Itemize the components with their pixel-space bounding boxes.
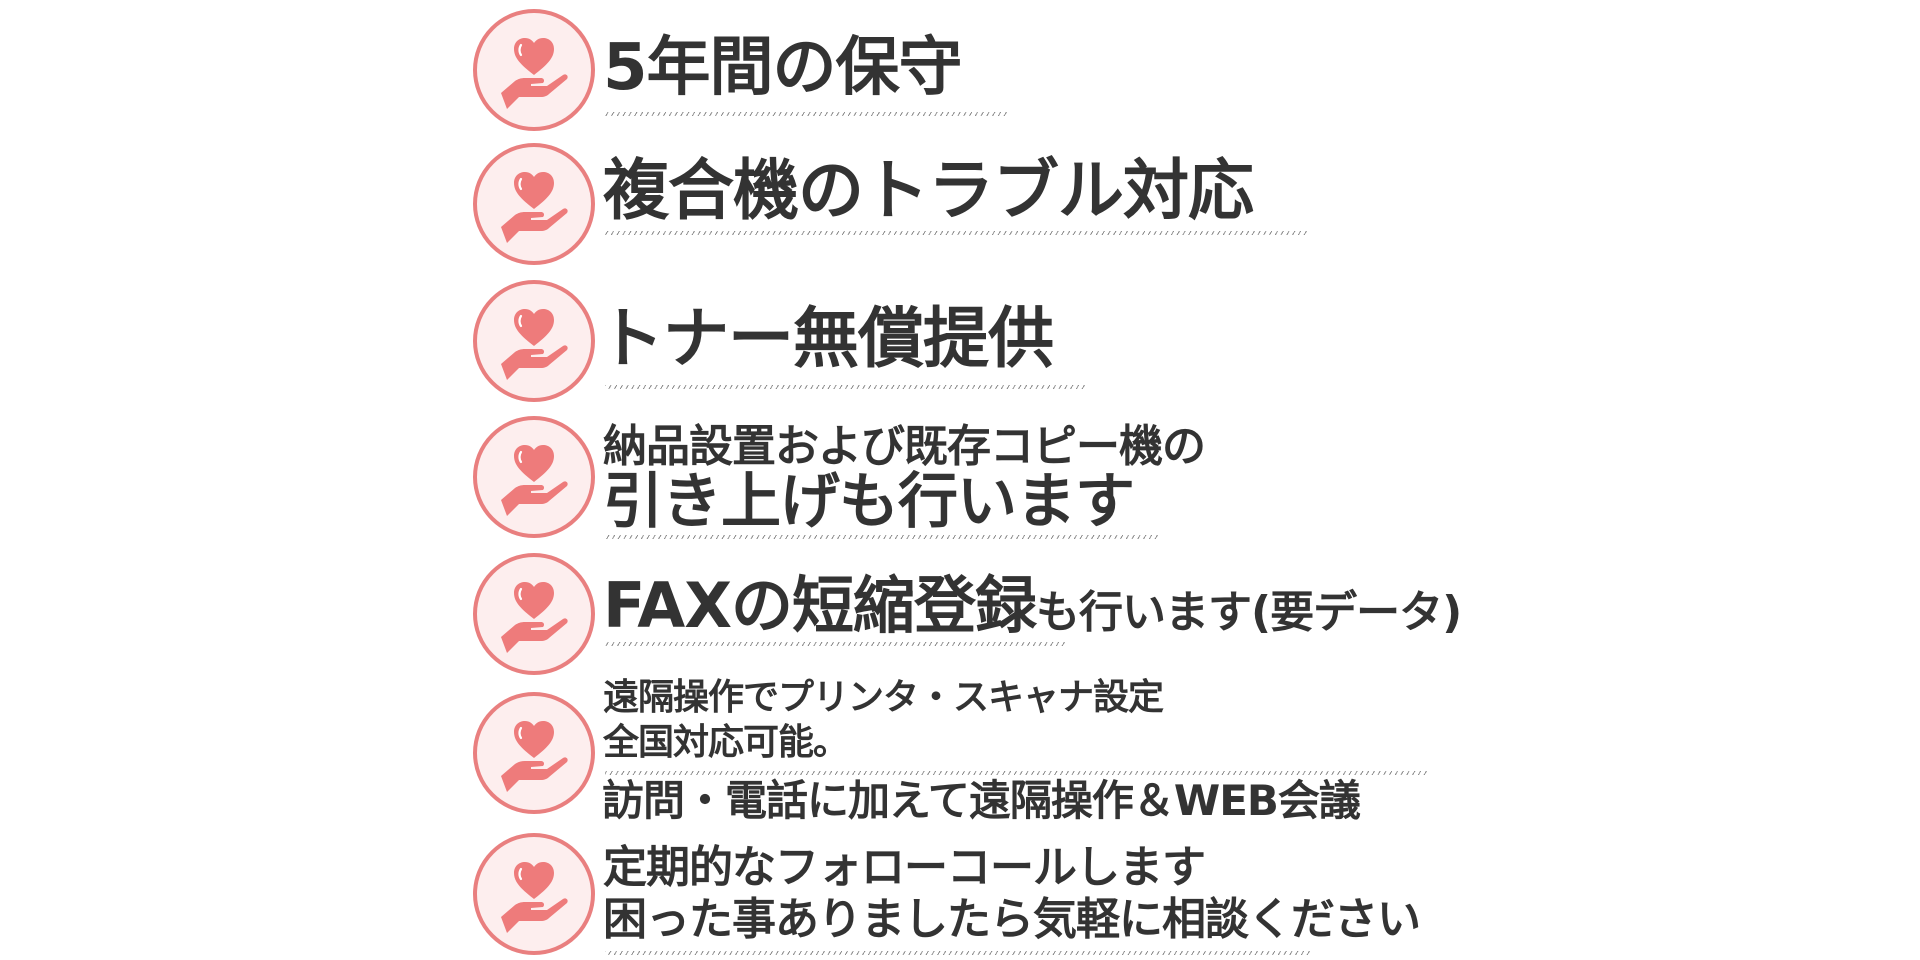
hatched-underline [605,642,1065,646]
feature-title-line-2: 困った事ありましたら気軽に相談ください [603,894,1421,945]
hatched-underline [605,951,1310,955]
heart-in-hand-icon [473,833,595,955]
hatched-underline [605,112,1007,116]
hatched-underline [605,771,1427,775]
feature-title-line-3: 訪問・電話に加えて遠隔操作＆WEB会議 [602,776,1361,825]
feature-title: トナー無償提供 [598,300,1054,377]
feature-title-suffix: も行います(要データ) [1036,587,1462,638]
heart-in-hand-icon [473,692,595,814]
hatched-underline [605,385,1085,389]
heart-in-hand-icon [473,143,595,265]
hatched-underline [605,535,1158,539]
feature-title-line-2: 全国対応可能。 [603,722,849,763]
heart-in-hand-icon [473,9,595,131]
feature-title-main: FAXの短縮登録 [603,569,1037,642]
feature-title: 5年間の保守 [603,31,963,105]
feature-title-line-1: 定期的なフォローコールします [603,842,1206,893]
heart-in-hand-icon [473,416,595,538]
heart-in-hand-icon [473,280,595,402]
feature-title-line-2: 引き上げも行います [603,467,1135,537]
feature-title-line-1: 納品設置および既存コピー機の [603,421,1206,472]
feature-title: FAXの短縮登録も行います(要データ) [603,575,1462,638]
feature-title-line-1: 遠隔操作でプリンタ・スキャナ設定 [603,677,1164,718]
feature-title: 複合機のトラブル対応 [603,152,1254,229]
heart-in-hand-icon [473,553,595,675]
hatched-underline [605,231,1307,235]
